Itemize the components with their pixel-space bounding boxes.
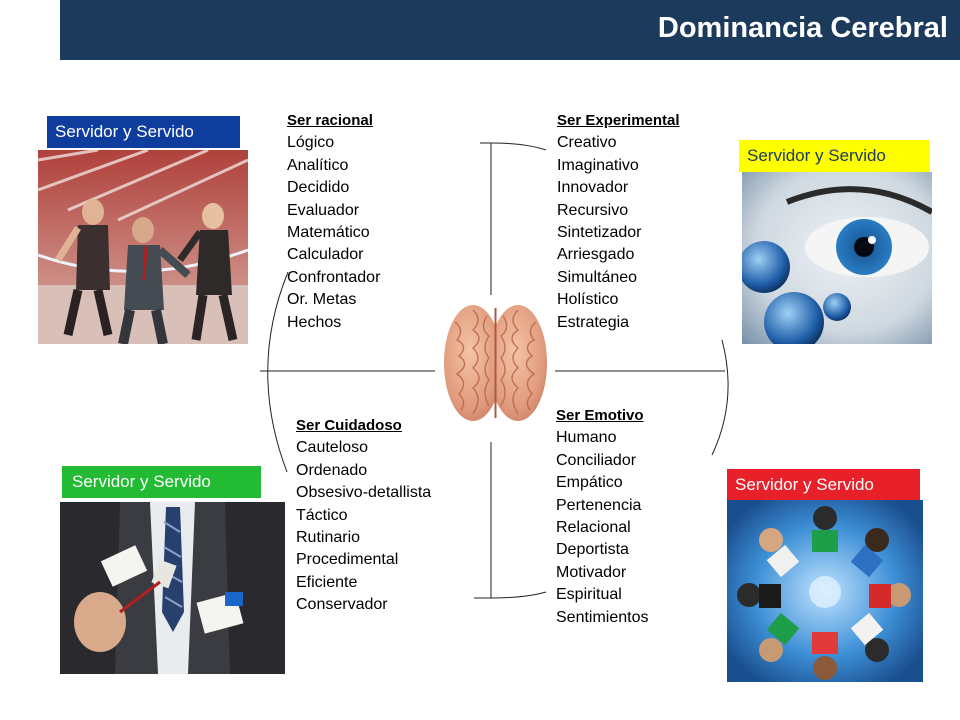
list-item: Analítico <box>287 156 349 174</box>
list-item: Eficiente <box>296 573 358 591</box>
label-bottom-left: Servidor y Servido <box>62 466 261 498</box>
list-item: Relacional <box>556 519 631 537</box>
list-item: Evaluador <box>287 201 360 219</box>
list-item: Confrontador <box>287 268 381 286</box>
quadrant-emotivo: Ser Emotivo Humano Conciliador Empático … <box>556 405 649 629</box>
quadrant-title-emotivo: Ser Emotivo <box>556 407 644 424</box>
label-top-right: Servidor y Servido <box>739 140 930 172</box>
runners-photo <box>38 150 248 344</box>
list-item: Recursivo <box>557 201 629 219</box>
list-item: Pertenencia <box>556 496 642 514</box>
list-item: Humano <box>556 429 617 447</box>
list-item: Conciliador <box>556 451 637 469</box>
quadrant-title-experimental: Ser Experimental <box>557 112 680 129</box>
list-item: Cauteloso <box>296 439 369 457</box>
list-item: Motivador <box>556 563 627 581</box>
label-bottom-right: Servidor y Servido <box>727 469 920 501</box>
page-title: Dominancia Cerebral <box>657 12 948 44</box>
list-item: Simultáneo <box>557 268 638 286</box>
title-bar: Dominancia Cerebral <box>60 0 960 60</box>
list-item: Holístico <box>557 291 619 309</box>
list-item: Innovador <box>557 179 629 197</box>
list-item: Or. Metas <box>287 291 357 309</box>
quadrant-title-cuidadoso: Ser Cuidadoso <box>296 417 402 434</box>
list-item: Ordenado <box>296 461 368 479</box>
list-item: Sintetizador <box>557 224 642 242</box>
list-item: Arriesgado <box>557 246 635 264</box>
list-item: Estrategia <box>557 313 630 331</box>
quadrant-experimental: Ser Experimental Creativo Imaginativo In… <box>557 110 680 334</box>
quadrant-title-racional: Ser racional <box>287 112 373 129</box>
eye-globe-photo <box>742 172 932 344</box>
quadrant-racional: Ser racional Lógico Analítico Decidido E… <box>287 110 380 334</box>
quadrant-cuidadoso: Ser Cuidadoso Cauteloso Ordenado Obsesiv… <box>296 415 431 617</box>
list-item: Obsesivo-detallista <box>296 484 432 502</box>
list-item: Decidido <box>287 179 350 197</box>
list-item: Imaginativo <box>557 156 639 174</box>
list-item: Procedimental <box>296 551 399 569</box>
list-item: Deportista <box>556 541 629 559</box>
list-item: Sentimientos <box>556 608 649 626</box>
list-item: Espiritual <box>556 586 622 604</box>
list-item: Táctico <box>296 506 348 524</box>
list-item: Conservador <box>296 596 388 614</box>
list-item: Empático <box>556 474 623 492</box>
list-item: Hechos <box>287 313 342 331</box>
list-item: Calculador <box>287 246 364 264</box>
list-item: Matemático <box>287 224 370 242</box>
huddle-photo <box>727 500 923 682</box>
list-item: Creativo <box>557 134 617 152</box>
label-top-left: Servidor y Servido <box>47 116 240 148</box>
list-item: Lógico <box>287 134 335 152</box>
businessman-notes-photo <box>60 502 285 674</box>
brain-icon <box>443 302 548 424</box>
list-item: Rutinario <box>296 529 361 547</box>
